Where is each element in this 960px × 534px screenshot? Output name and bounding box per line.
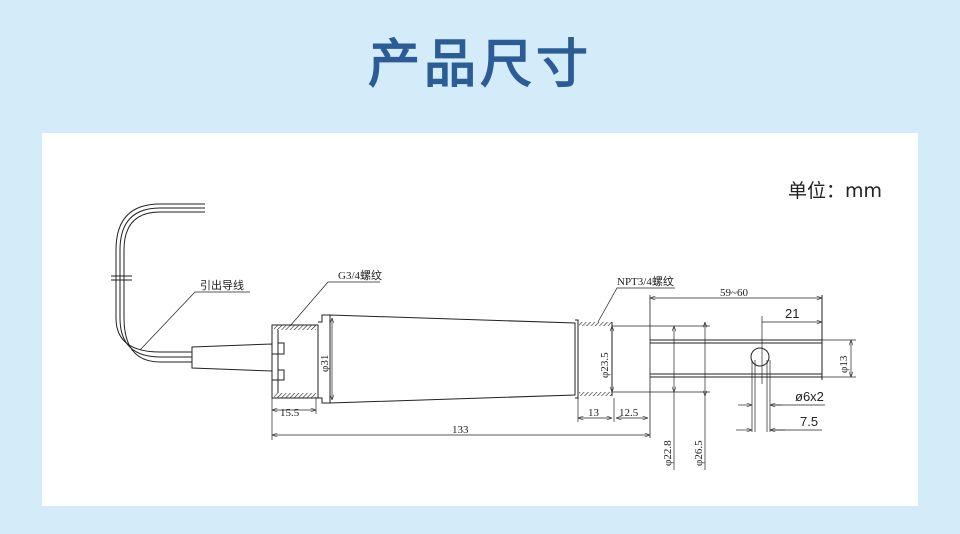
sensor-body: [318, 314, 576, 404]
g-thread-nut: [271, 324, 319, 399]
npt-thread-label: NPT3/4螺纹: [617, 274, 674, 288]
unit-label: 单位：mm: [788, 180, 883, 202]
probe-tube: [649, 295, 823, 438]
dim-d22-8: φ22.8: [662, 440, 674, 466]
dimension-lines: [271, 298, 856, 470]
leader-lines: [139, 281, 675, 351]
cable-gland: [191, 343, 273, 372]
dim-d13: φ13: [838, 355, 850, 373]
dim-21: 21: [785, 306, 799, 321]
lead-wire: [111, 203, 205, 363]
dim-7-5: 7.5: [800, 414, 818, 429]
dim-d31: φ31: [319, 355, 331, 372]
dim-133: 133: [452, 424, 469, 436]
dim-d23-5: φ23.5: [599, 352, 611, 378]
dim-d26-5: φ26.5: [693, 440, 705, 466]
page-title: 产品尺寸: [367, 35, 592, 95]
g-thread-label: G3/4螺纹: [338, 268, 382, 282]
dim-13: 13: [588, 407, 600, 419]
dim-12-5: 12.5: [619, 407, 639, 419]
dim-hole: ø6x2: [795, 389, 824, 404]
lead-wire-label: 引出导线: [200, 278, 244, 292]
dim-15-5: 15.5: [280, 407, 300, 419]
dim-59-60: 59~60: [720, 287, 748, 299]
probe-hole: [750, 347, 770, 367]
npt-thread: [575, 319, 710, 399]
